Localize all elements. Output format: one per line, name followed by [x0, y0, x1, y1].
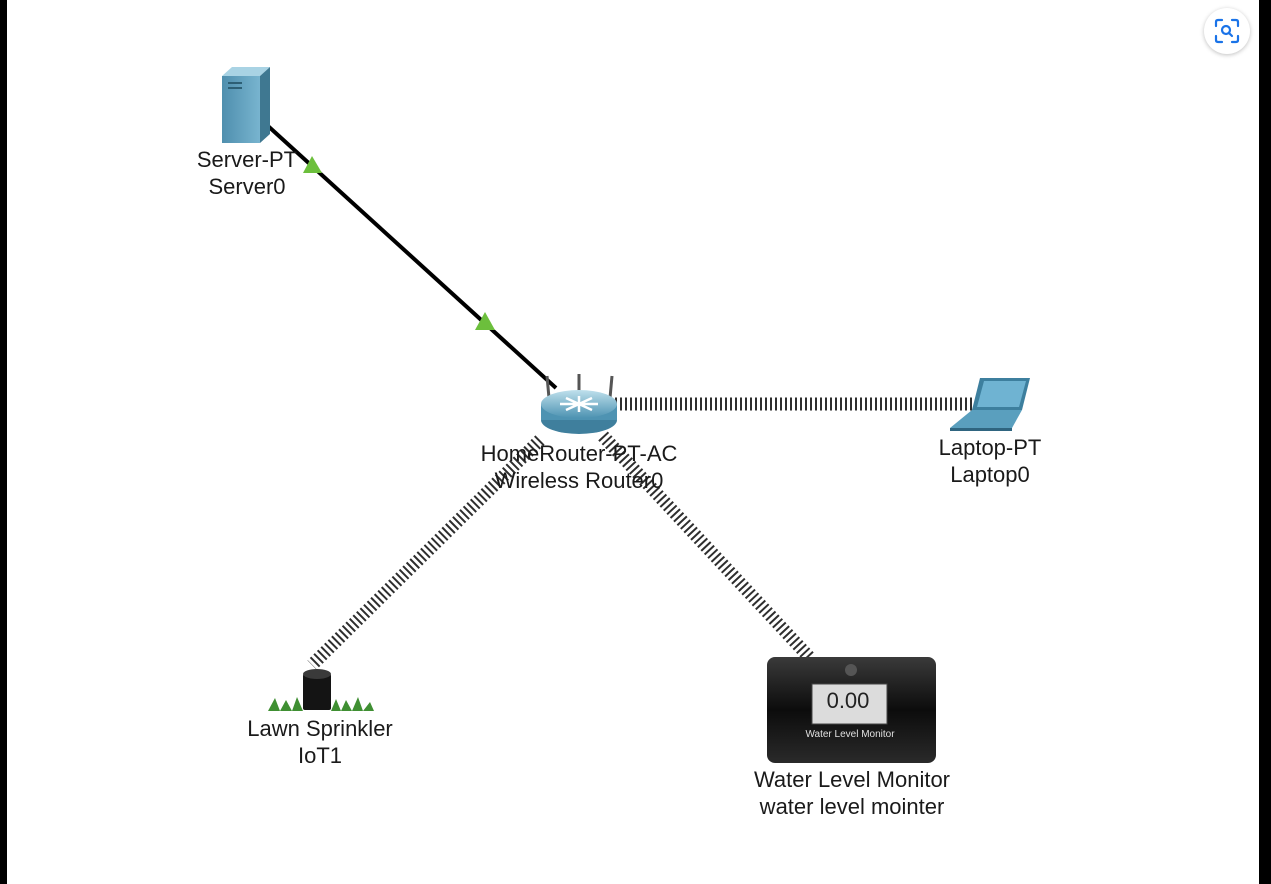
router-icon[interactable] — [541, 374, 617, 434]
wireless-link-sprinkler[interactable] — [307, 435, 545, 670]
water-monitor-label: Water Level Monitor water level mointer — [754, 766, 950, 820]
laptop-icon[interactable] — [950, 378, 1030, 431]
window-border-right — [1259, 0, 1271, 884]
lawn-sprinkler-icon[interactable] — [268, 669, 374, 711]
link-status-triangle-router — [475, 312, 495, 330]
topology-canvas[interactable] — [7, 0, 1259, 884]
server-model: Server-PT — [196, 147, 298, 172]
lens-search-button[interactable] — [1204, 8, 1250, 54]
laptop-label: Laptop-PT Laptop0 — [939, 434, 1042, 488]
server-label: Server-PT Server0 — [197, 146, 297, 200]
water-level-display: 0.00 — [826, 688, 870, 713]
water-level-panel-caption: Water Level Monitor — [805, 729, 895, 740]
server-icon[interactable] — [222, 67, 270, 143]
water-monitor-model: Water Level Monitor — [753, 767, 951, 792]
water-monitor-name: water level mointer — [759, 794, 945, 819]
sprinkler-label: Lawn Sprinkler IoT1 — [247, 715, 393, 769]
laptop-name: Laptop0 — [950, 462, 1030, 487]
router-label: HomeRouter-PT-AC Wireless Router0 — [481, 440, 678, 494]
link-status-triangle-server — [303, 156, 322, 173]
window-border-left — [0, 0, 7, 884]
water-level-monitor-icon[interactable] — [767, 657, 936, 763]
router-model: HomeRouter-PT-AC — [480, 441, 678, 466]
sprinkler-name: IoT1 — [297, 743, 343, 768]
wireless-link-water-monitor[interactable] — [598, 431, 815, 663]
router-name: Wireless Router0 — [494, 468, 664, 493]
scan-search-icon — [1214, 18, 1240, 44]
server-name: Server0 — [208, 174, 286, 199]
sprinkler-model: Lawn Sprinkler — [247, 716, 393, 741]
laptop-model: Laptop-PT — [938, 435, 1042, 460]
